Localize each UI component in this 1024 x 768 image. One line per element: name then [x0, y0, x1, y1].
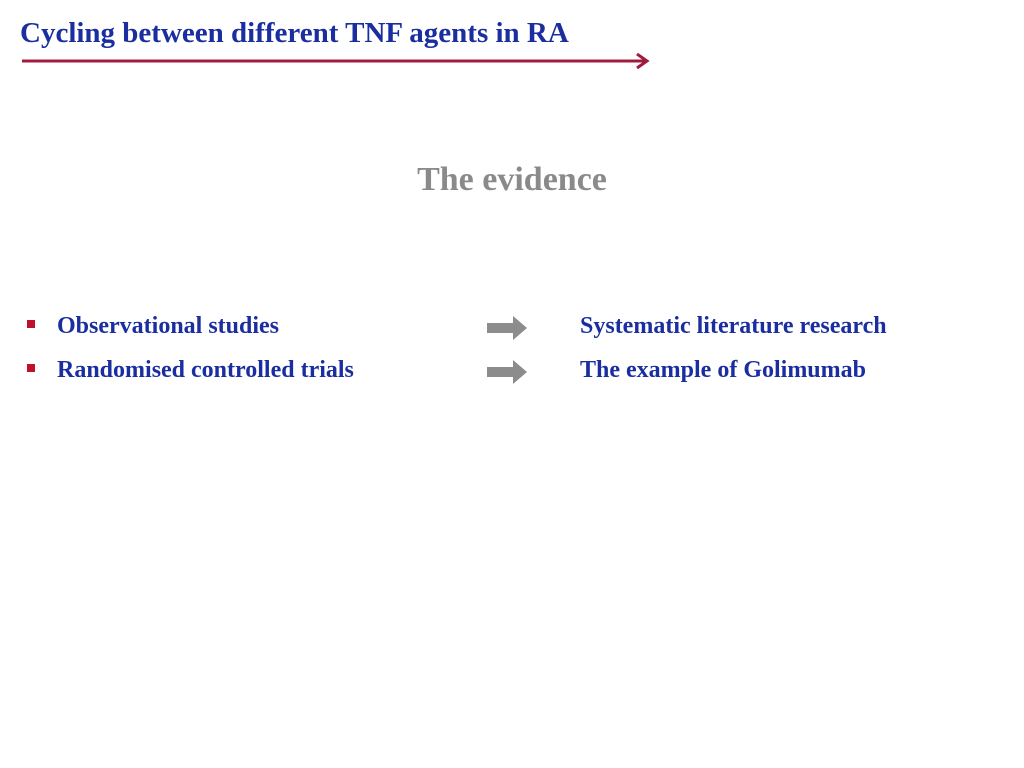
right-arrow-icon [487, 360, 527, 384]
slide-subtitle: The evidence [417, 161, 607, 198]
evidence-label: Randomised controlled trials [57, 357, 354, 383]
evidence-result: The example of Golimumab [580, 357, 866, 383]
evidence-row-rct: Randomised controlled trials The example… [0, 352, 1024, 396]
evidence-list: Observational studies Systematic literat… [0, 308, 1024, 396]
square-bullet-icon [27, 320, 35, 328]
slide-title: Cycling between different TNF agents in … [20, 17, 569, 49]
square-bullet-icon [27, 364, 35, 372]
evidence-row-observational: Observational studies Systematic literat… [0, 308, 1024, 352]
right-arrow-icon [487, 316, 527, 340]
evidence-label: Observational studies [57, 313, 280, 339]
title-arrow-rule [22, 53, 650, 69]
evidence-result: Systematic literature research [580, 313, 887, 339]
